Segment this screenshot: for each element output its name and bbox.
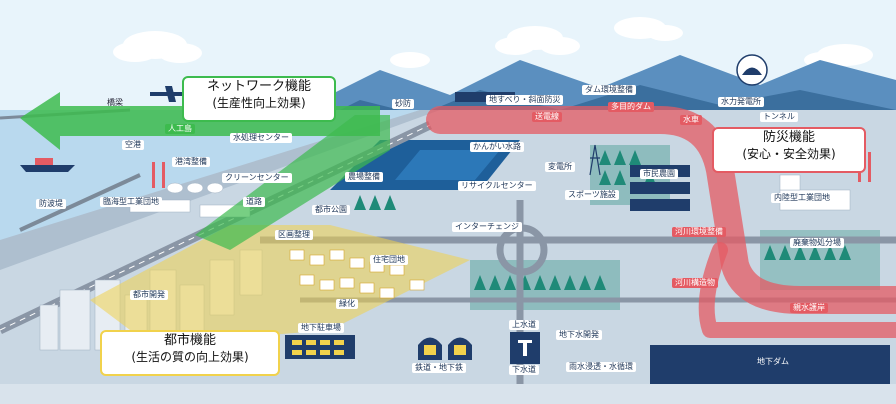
callout-network-subtitle: (生産性向上効果) (212, 96, 306, 110)
label-bridge: 橋梁 (107, 98, 123, 107)
label-breakwater: 防波堤 (36, 199, 66, 209)
callout-disaster: 防災機能 (安心・安全効果) (712, 127, 866, 173)
water-pipe-icon (510, 332, 540, 364)
label-sports: スポーツ施設 (565, 190, 619, 200)
label-tunnel: トンネル (760, 112, 798, 122)
airplane-icon (150, 86, 190, 102)
trees (354, 150, 851, 290)
label-land-readjustment: 区画整理 (275, 230, 313, 240)
callout-disaster-title: 防災機能 (762, 130, 815, 145)
hydro-plant-icon (736, 54, 768, 86)
label-river-env: 河川環境整備 (672, 227, 726, 237)
label-water-wheel: 水車 (680, 115, 702, 125)
callout-urban-title: 都市機能 (163, 333, 216, 348)
label-underground-dam: 地下ダム (757, 357, 789, 366)
label-greening: 緑化 (336, 299, 358, 309)
label-underground-dev: 地下水開発 (556, 330, 602, 340)
clouds (113, 17, 873, 68)
callout-disaster-subtitle: (安心・安全効果) (742, 147, 836, 161)
label-road: 道路 (243, 197, 265, 207)
label-flood-channel: 親水護岸 (790, 303, 828, 313)
bottom-strip (0, 384, 896, 404)
parking-cars (292, 340, 344, 355)
label-water-supply: 上水道 (509, 320, 539, 330)
houses (289, 249, 425, 299)
breakwater (19, 173, 141, 232)
callout-urban-subtitle: (生活の質の向上効果) (131, 350, 249, 364)
label-substation: 変電所 (545, 162, 575, 172)
label-transmission: 送電線 (532, 112, 562, 122)
label-harbor: 港湾整備 (172, 157, 210, 167)
transmission-tower-icon (589, 144, 601, 176)
label-underground-parking: 地下駐車場 (298, 323, 344, 333)
label-landslide: 地すべり・斜面防災 (486, 95, 564, 105)
label-water-center: 水処理センター (230, 133, 292, 143)
label-river-structure: 河川構造物 (672, 278, 718, 288)
label-multipurpose-dam: 多目的ダム (608, 102, 654, 112)
label-erosion: 砂防 (392, 99, 414, 109)
label-sewer: 下水道 (509, 365, 539, 375)
ship (20, 158, 75, 172)
label-inland-industrial: 内陸型工業団地 (771, 193, 833, 203)
label-housing-complex: 住宅団地 (370, 255, 408, 265)
label-interchange: インターチェンジ (452, 222, 522, 232)
interchange-loop (496, 224, 548, 276)
label-subway: 鉄道・地下鉄 (412, 363, 466, 373)
label-dam-env: ダム環境整備 (582, 85, 636, 95)
subway-tunnels (418, 337, 472, 360)
label-city-park: 都市公園 (312, 205, 350, 215)
label-waste-disposal: 廃棄物処分場 (790, 238, 844, 248)
label-coastal-industrial: 臨海型工業団地 (100, 197, 162, 207)
label-farm: 農場整備 (345, 172, 383, 182)
label-rainwater: 雨水浸透・水循環 (566, 362, 636, 372)
callout-network: ネットワーク機能 (生産性向上効果) (182, 76, 336, 122)
label-airport: 空港 (122, 140, 144, 150)
label-clean-center: クリーンセンター (222, 173, 292, 183)
label-irrigation: かんがい水路 (470, 142, 524, 152)
callout-urban: 都市機能 (生活の質の向上効果) (100, 330, 280, 376)
underground-parking (285, 335, 355, 359)
label-recycle-center: リサイクルセンター (458, 181, 536, 191)
label-citizen-hall: 市民農園 (640, 169, 678, 179)
label-port: 人工島 (165, 124, 195, 134)
label-hydro: 水力発電所 (718, 97, 764, 107)
label-urban-redevelopment: 都市開発 (130, 290, 168, 300)
callout-network-title: ネットワーク機能 (206, 79, 311, 94)
dam-water (650, 345, 890, 385)
